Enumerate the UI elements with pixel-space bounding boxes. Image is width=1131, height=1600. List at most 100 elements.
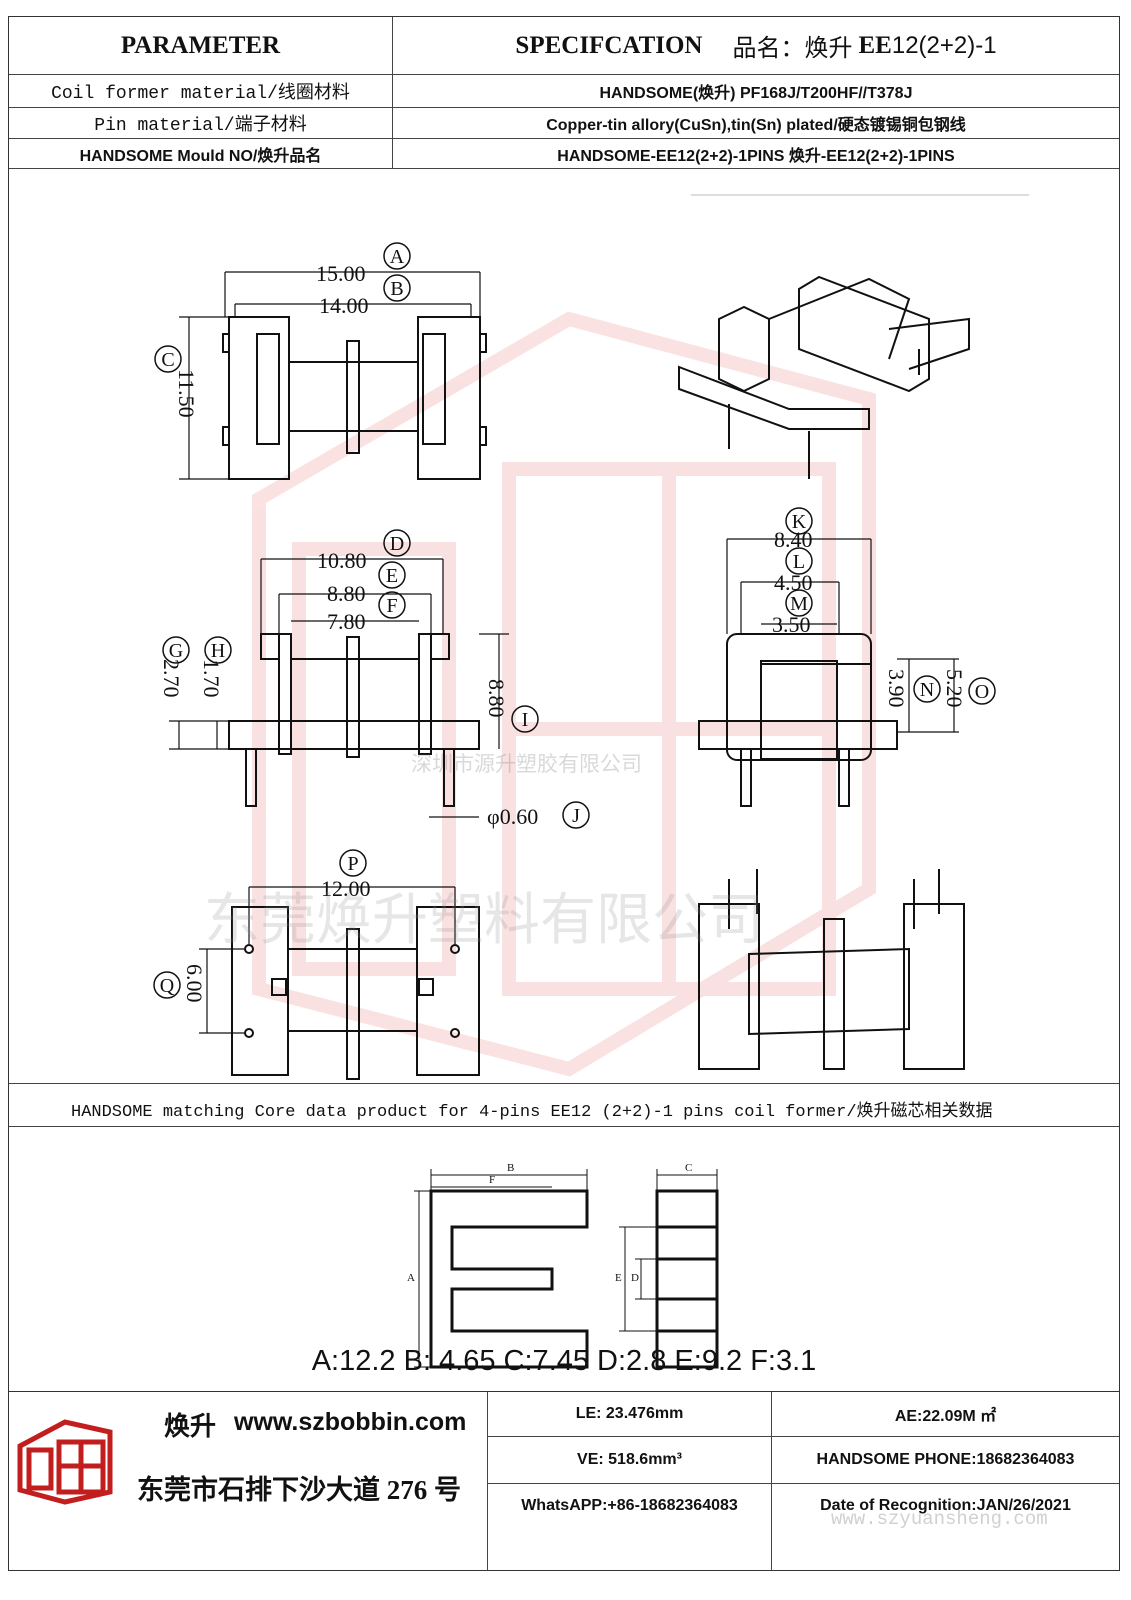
label-q: Q bbox=[153, 971, 181, 999]
svg-text:C: C bbox=[161, 349, 174, 371]
label-e: E bbox=[378, 561, 406, 589]
dim-g-value: 2.70 bbox=[159, 659, 184, 698]
specification-label: SPECIFCATION bbox=[515, 31, 703, 59]
core-side-block bbox=[655, 1189, 719, 1369]
core-drawing: B F C A E D bbox=[407, 1162, 719, 1369]
param-value: Copper-tin allory(CuSn),tin(Sn) plated/硬… bbox=[546, 117, 966, 134]
svg-text:A: A bbox=[390, 246, 405, 268]
param-value: HANDSOME(焕升) PF168J/T200HF//T378J bbox=[599, 85, 913, 102]
spec-sheet: PARAMETER SPECIFCATION 品名：焕升 EE 12(2+2)-… bbox=[8, 16, 1120, 1571]
label-f: F bbox=[378, 591, 406, 619]
svg-text:K: K bbox=[792, 511, 807, 533]
dim-d-value: 10.80 bbox=[317, 548, 367, 573]
param-value: HANDSOME-EE12(2+2)-1PINS 焕升-EE12(2+2)-1P… bbox=[557, 147, 955, 165]
core-values: A:12.2 B: 4.65 C:7.45 D:2.8 E:9.2 F:3.1 bbox=[311, 1345, 817, 1377]
label-d: D bbox=[383, 529, 411, 557]
param-row-pin: Pin material/端子材料 Copper-tin allory(CuSn… bbox=[9, 108, 1119, 139]
dim-h-value: 1.70 bbox=[199, 659, 224, 698]
specification-heading: SPECIFCATION 品名：焕升 EE 12(2+2)-1 bbox=[393, 17, 1119, 74]
label-b: B bbox=[383, 274, 411, 302]
label-g: G bbox=[162, 636, 190, 664]
svg-text:P: P bbox=[347, 853, 358, 875]
dim-p-value: 12.00 bbox=[321, 876, 371, 901]
label-i: I bbox=[511, 705, 539, 733]
label-a: A bbox=[383, 242, 411, 270]
label-o: O bbox=[968, 677, 996, 705]
core-label-e: E bbox=[615, 1272, 622, 1284]
dim-c-value: 11.50 bbox=[174, 369, 199, 418]
label-n: N bbox=[913, 675, 941, 703]
phone-value: HANDSOME PHONE:18682364083 bbox=[816, 1451, 1075, 1468]
svg-text:Q: Q bbox=[160, 975, 175, 997]
front-view bbox=[228, 633, 480, 807]
watermark-large: 东莞焕升塑料有限公司 bbox=[204, 888, 764, 951]
svg-text:N: N bbox=[920, 679, 934, 701]
dim-q-value: 6.00 bbox=[182, 964, 207, 1003]
label-m: M bbox=[785, 589, 813, 617]
label-k: K bbox=[785, 507, 813, 535]
param-label: Pin material/端子材料 bbox=[94, 116, 307, 136]
ae-value: AE:22.09M ㎡ bbox=[894, 1408, 997, 1425]
footer: 焕升 www.szbobbin.com 东莞市石排下沙大道 276 号 LE: … bbox=[9, 1391, 1119, 1571]
date-value: Date of Recognition:JAN/26/2021 bbox=[820, 1497, 1071, 1514]
brand-logo-icon bbox=[17, 1419, 113, 1505]
svg-text:G: G bbox=[169, 640, 183, 662]
product-model-prefix: EE bbox=[858, 31, 892, 59]
core-label-d: D bbox=[631, 1272, 639, 1284]
ve-value: VE: 518.6mm³ bbox=[577, 1451, 682, 1468]
dim-a-value: 15.00 bbox=[316, 261, 366, 286]
label-h: H bbox=[204, 636, 232, 664]
dim-f-value: 7.80 bbox=[327, 609, 366, 634]
svg-text:O: O bbox=[975, 681, 989, 703]
top-view bbox=[222, 316, 487, 480]
dim-n-value: 3.90 bbox=[884, 669, 909, 708]
label-c: C bbox=[154, 345, 182, 373]
dim-b-value: 14.00 bbox=[319, 293, 369, 318]
svg-text:I: I bbox=[522, 709, 529, 731]
logo-watermark bbox=[252, 311, 876, 1077]
dim-m-value: 3.50 bbox=[772, 612, 811, 637]
dim-e-value: 8.80 bbox=[327, 581, 366, 606]
param-label: HANDSOME Mould NO/焕升品名 bbox=[79, 147, 322, 165]
whatsapp-value: WhatsAPP:+86-18682364083 bbox=[521, 1497, 738, 1514]
svg-text:F: F bbox=[386, 595, 397, 617]
iso-view-top bbox=[678, 275, 970, 479]
core-label-f: F bbox=[489, 1174, 495, 1186]
core-label-c: C bbox=[685, 1162, 692, 1174]
footer-address: 东莞市石排下沙大道 276 号 bbox=[137, 1475, 461, 1505]
le-value: LE: 23.476mm bbox=[575, 1405, 684, 1422]
param-row-mould: HANDSOME Mould NO/焕升品名 HANDSOME-EE12(2+2… bbox=[9, 139, 1119, 169]
svg-text:L: L bbox=[793, 551, 805, 573]
dim-i-value: 8.80 bbox=[484, 679, 509, 718]
label-l: L bbox=[785, 547, 813, 575]
side-view bbox=[698, 633, 898, 807]
dim-o-value: 5.20 bbox=[942, 669, 967, 708]
svg-text:M: M bbox=[790, 593, 808, 615]
svg-text:H: H bbox=[211, 640, 225, 662]
header-row: PARAMETER SPECIFCATION 品名：焕升 EE 12(2+2)-… bbox=[9, 17, 1119, 75]
parameter-heading: PARAMETER bbox=[120, 31, 281, 59]
svg-text:D: D bbox=[390, 533, 404, 555]
e-core-outline bbox=[429, 1189, 589, 1369]
svg-text:B: B bbox=[390, 278, 403, 300]
product-model-suffix: 12(2+2)-1 bbox=[891, 31, 997, 59]
core-title: HANDSOME matching Core data product for … bbox=[71, 1103, 993, 1122]
svg-text:J: J bbox=[572, 805, 580, 827]
watermark-url: www.szyuansheng.com bbox=[831, 1508, 1048, 1530]
footer-brand: 焕升 bbox=[164, 1412, 217, 1441]
bottom-view bbox=[231, 906, 480, 1080]
core-title-row: HANDSOME matching Core data product for … bbox=[9, 1083, 1119, 1127]
svg-text:E: E bbox=[386, 565, 398, 587]
iso-view-bottom bbox=[698, 869, 965, 1070]
watermark-company: 深圳市源升塑胶有限公司 bbox=[411, 753, 642, 776]
param-label: Coil former material/线圈材料 bbox=[51, 84, 350, 104]
bobbin-drawing: 15.00 14.00 11.50 10.80 8.80 7.80 2.70 1… bbox=[153, 194, 1029, 1080]
core-label-a: A bbox=[407, 1272, 415, 1284]
footer-website[interactable]: www.szbobbin.com bbox=[234, 1408, 467, 1436]
param-row-coil: Coil former material/线圈材料 HANDSOME(焕升) P… bbox=[9, 75, 1119, 108]
label-p: P bbox=[339, 849, 367, 877]
label-j: J bbox=[562, 801, 590, 829]
core-label-b: B bbox=[507, 1162, 514, 1174]
product-name-label: 品名：焕升 bbox=[732, 36, 853, 62]
dimension-lines bbox=[169, 271, 959, 1034]
